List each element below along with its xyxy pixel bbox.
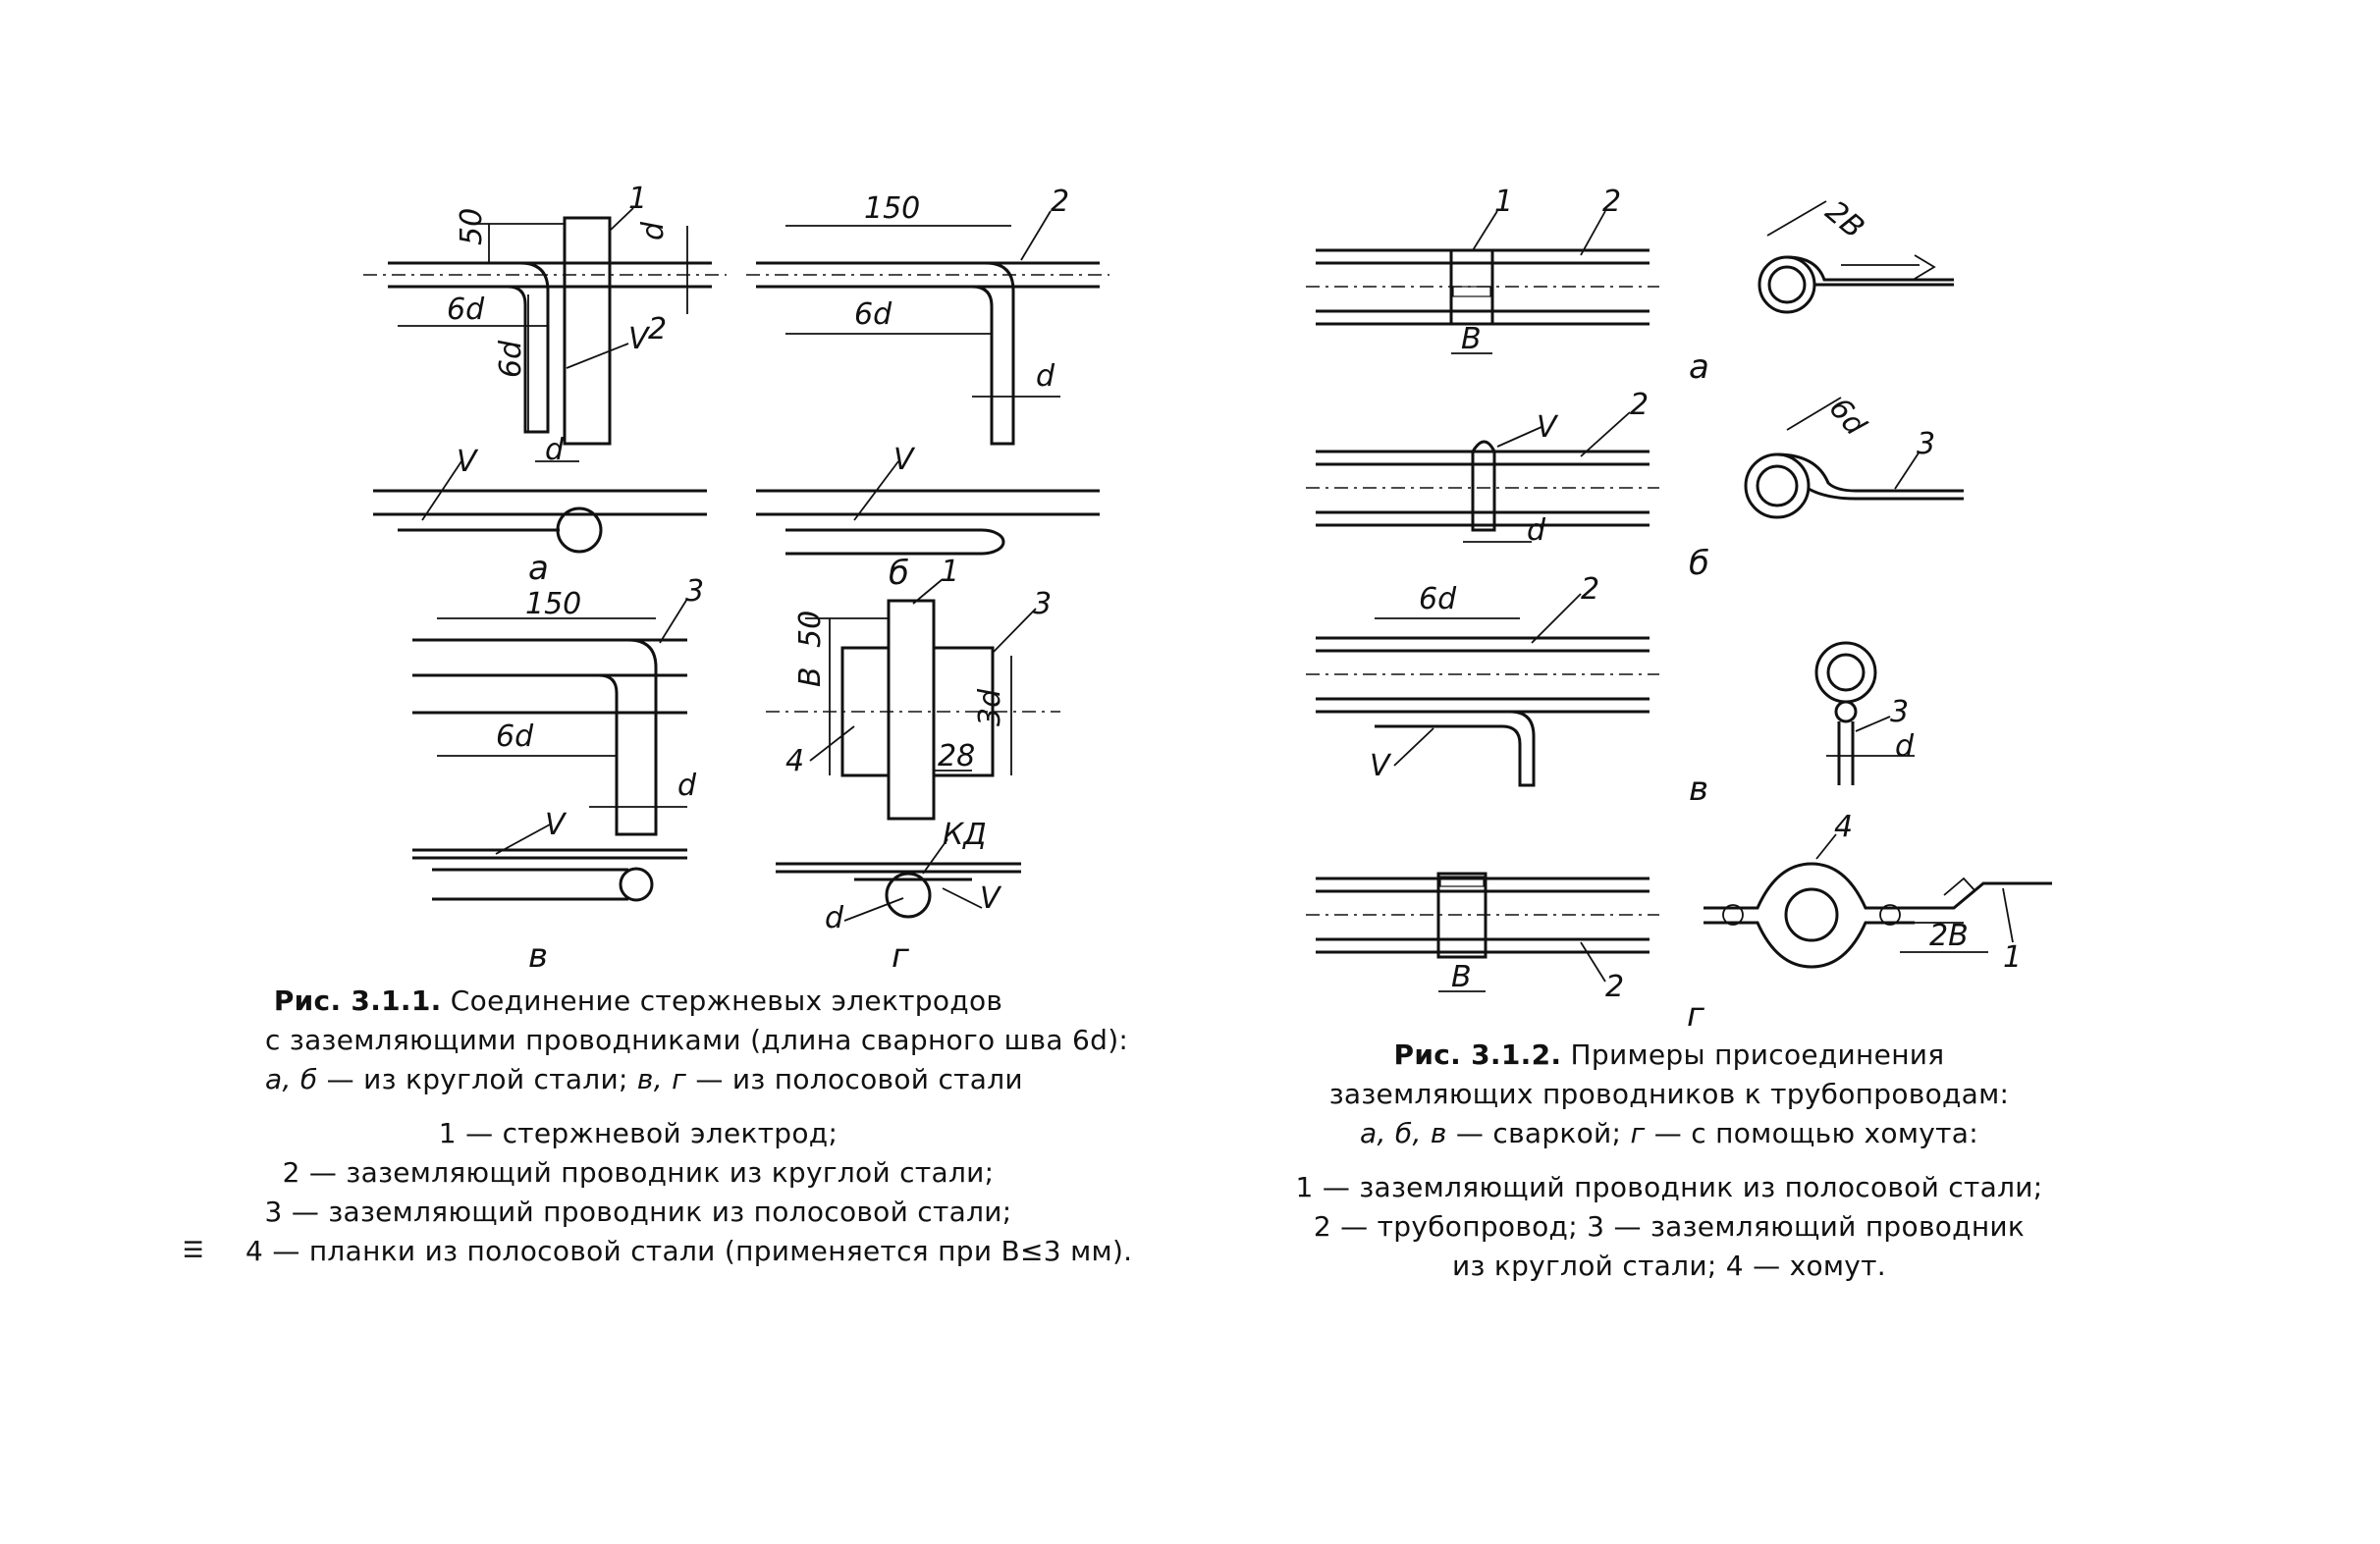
fig1g-dim-3d: 3d (973, 688, 1007, 726)
fig2-caption-sub-abv: а, б, в (1360, 1117, 1447, 1149)
fig2-caption-sub-abv-text: — сваркой; (1446, 1117, 1631, 1149)
fig2-caption-sub-g: г (1630, 1117, 1646, 1149)
fig1g-dim-B: В (793, 666, 828, 687)
fig1-caption-sub-vg-text: — из полосовой стали (686, 1063, 1023, 1095)
fig1-legend-4: 4 — планки из полосовой стали (применяет… (245, 1235, 1133, 1267)
fig1a-dim-6d-vert: 6d (494, 340, 528, 378)
fig1v-dim-150: 150 (525, 587, 581, 621)
fig1-caption-sub-ab: а, б (265, 1063, 318, 1095)
fig1b-dim-d: d (1036, 359, 1055, 394)
fig2-view-g: В 2 2В 4 1 г (1306, 810, 2052, 1035)
fig1g-dim-d: d (825, 901, 844, 935)
fig2-view-a: В 1 2 2В а (1306, 185, 1954, 387)
fig1a-weld-v2: V (457, 445, 479, 479)
fig1-caption-sub-ab-text: — из круглой стали; (317, 1063, 637, 1095)
fig1a-dim-50: 50 (455, 208, 489, 245)
fig1-legend-2: 2 — заземляющий проводник из круглой ста… (282, 1156, 995, 1189)
fig1b-label-2: 2 (1051, 185, 1069, 219)
fig1v-weld-v: V (545, 808, 568, 842)
fig2b-weld: V (1537, 410, 1559, 445)
fig1g-weld-v: V (980, 881, 1002, 916)
fig1b-weld-v: V (893, 443, 916, 477)
fig1g-dim-50: 50 (793, 611, 828, 648)
fig1a-weld-v: V (628, 322, 651, 356)
fig1-caption-head: Рис. 3.1.1. (273, 985, 442, 1017)
fig2-sub-a: а (1689, 347, 1709, 387)
fig1-sub-v: в (528, 936, 548, 976)
fig1-sub-a: а (528, 549, 549, 588)
fig2-caption-head: Рис. 3.1.2. (1393, 1038, 1562, 1071)
fig1v-dim-6d: 6d (496, 719, 534, 754)
fig1a-label-2: 2 (648, 312, 667, 346)
fig1-caption-title-1: Соединение стержневых электродов (450, 985, 1003, 1017)
fig2-legend-1: 1 — заземляющий проводник из полосовой с… (1295, 1171, 2043, 1203)
fig2v-weld: V (1370, 749, 1392, 783)
fig1-view-g: 50 В 3d 28 1 3 4 КД V d г (766, 555, 1060, 976)
fig1-sub-b: б (889, 554, 909, 593)
fig1g-weld-kd: КД (943, 818, 987, 852)
fig1-caption-title-2: с заземляющими проводниками (длина сварн… (265, 1024, 1129, 1056)
fig1a-label-1: 1 (628, 182, 647, 216)
fig1b-dim-150: 150 (864, 191, 920, 226)
fig2-caption-title-2: заземляющих проводников к трубопроводам: (1328, 1078, 2010, 1110)
fig2-view-v: 6d 2 V 3 d в (1306, 572, 1915, 809)
fig2-caption: Рис. 3.1.2. Примеры присоединения заземл… (1296, 1036, 2042, 1153)
fig2v-label-2: 2 (1581, 572, 1599, 607)
fig1g-label-1: 1 (941, 555, 959, 589)
fig2-legend-2: 2 — трубопровод; 3 — заземляющий проводн… (1313, 1210, 2026, 1243)
fig2-sub-v: в (1689, 770, 1708, 809)
fig2-legend-3: из круглой стали; 4 — хомут. (1452, 1250, 1886, 1282)
fig1g-dim-28: 28 (938, 739, 975, 773)
fig1-view-v: 150 6d d 3 V в (412, 574, 704, 976)
fig2g-label-4: 4 (1834, 810, 1853, 844)
fig2v-label-3: 3 (1890, 695, 1909, 729)
fig1-sub-g: г (892, 936, 910, 976)
fig2g-label-1: 1 (2003, 940, 2022, 975)
fig2-sub-g: г (1687, 995, 1705, 1035)
fig1a-dim-d: d (636, 221, 671, 240)
fig2b-label-3: 3 (1917, 427, 1935, 461)
fig1-legend-3: 3 — заземляющий проводник из полосовой с… (264, 1196, 1012, 1228)
fig2a-label-2: 2 (1602, 185, 1621, 219)
fig2-caption-title-1: Примеры присоединения (1570, 1038, 1945, 1071)
fig1v-label-3: 3 (685, 574, 704, 609)
fig1v-dim-d: d (677, 769, 697, 803)
fig2-view-b: V d 2 6d 3 б (1306, 388, 1964, 583)
fig2g-dim-B: В (1451, 960, 1472, 994)
page-number-mark: III (179, 1239, 206, 1260)
fig1a-dim-6d: 6d (447, 293, 485, 327)
fig1-view-a: 50 6d 6d d 1 2 V d V а (363, 182, 727, 588)
fig1g-label-4: 4 (785, 744, 804, 778)
fig2b-dim-d: d (1527, 513, 1546, 548)
fig2-legend: 1 — заземляющий проводник из полосовой с… (1267, 1168, 2072, 1286)
fig2b-dim-6d: 6d (1822, 392, 1873, 443)
fig1-caption-sub-vg: в, г (636, 1063, 687, 1095)
fig1b-dim-6d: 6d (854, 297, 892, 332)
fig2v-dim-d: d (1895, 729, 1915, 764)
fig2g-label-2: 2 (1605, 970, 1624, 1004)
fig2v-dim-6d: 6d (1419, 582, 1457, 616)
fig2g-dim-2B: 2В (1929, 919, 1969, 953)
fig2a-dim-B: В (1461, 322, 1482, 356)
fig2a-label-1: 1 (1494, 185, 1513, 219)
fig2-caption-sub-g-text: — с помощью хомута: (1645, 1117, 1978, 1149)
fig1-view-b: 150 6d d 2 V б (746, 185, 1109, 593)
fig2-sub-b: б (1689, 544, 1709, 583)
fig1-legend-1: 1 — стержневой электрод; (438, 1117, 838, 1149)
fig1-legend: 1 — стержневой электрод; 2 — заземляющий… (245, 1114, 1133, 1271)
fig2b-label-2: 2 (1630, 388, 1649, 422)
fig1-caption: Рис. 3.1.1. Соединение стержневых электр… (265, 982, 1129, 1099)
fig1a-dim-d2: d (545, 433, 565, 467)
fig1g-label-3: 3 (1033, 587, 1052, 621)
